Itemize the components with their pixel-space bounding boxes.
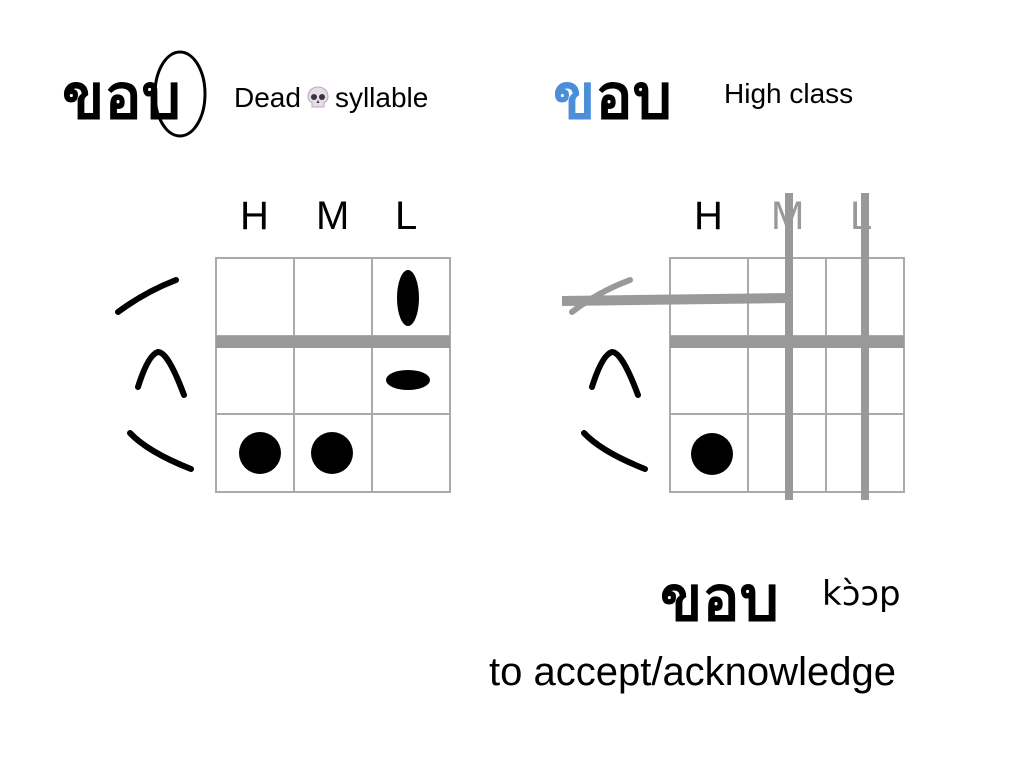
left-word-char-1: ข xyxy=(62,60,105,133)
left-col-m: M xyxy=(316,194,350,238)
syllable-label: syllable xyxy=(334,82,429,113)
left-word: ขอบ xyxy=(62,66,181,128)
left-falling-tone-stroke xyxy=(127,430,194,472)
right-falling-tone-stroke xyxy=(581,430,648,472)
left-rising-tone-stroke xyxy=(115,277,179,315)
right-word-rest: อบ xyxy=(595,60,672,133)
left-col-l: L xyxy=(395,194,418,238)
right-col-h: H xyxy=(694,194,723,238)
answer-transliteration: kɔ̀ɔp xyxy=(822,574,901,614)
dead-label: Dead xyxy=(234,82,301,113)
dead-syllable-note: Dead syllable xyxy=(234,82,428,114)
skull-icon xyxy=(301,82,335,114)
answer-word: ขอบ xyxy=(660,562,779,635)
right-dot-h xyxy=(691,433,733,475)
high-class-note: High class xyxy=(724,78,853,110)
left-dot-h xyxy=(239,432,281,474)
answer-meaning: to accept/acknowledge xyxy=(489,650,896,694)
left-circumflex-tone-stroke xyxy=(135,348,187,398)
right-circumflex-tone-stroke xyxy=(589,348,641,398)
final-consonant-circle xyxy=(153,50,207,138)
left-word-char-3: บ xyxy=(141,60,181,133)
high-class-label: High class xyxy=(724,78,854,109)
left-dot-m xyxy=(311,432,353,474)
left-col-h: H xyxy=(240,194,269,238)
left-short-vowel-oval xyxy=(386,370,430,390)
left-word-char-2: อ xyxy=(104,60,142,133)
left-long-vowel-oval xyxy=(397,270,419,326)
right-strike-rising-tone xyxy=(561,293,790,306)
right-word: ขอบ xyxy=(553,66,672,128)
right-rising-tone-stroke xyxy=(569,277,633,315)
right-word-initial: ข xyxy=(553,60,596,133)
